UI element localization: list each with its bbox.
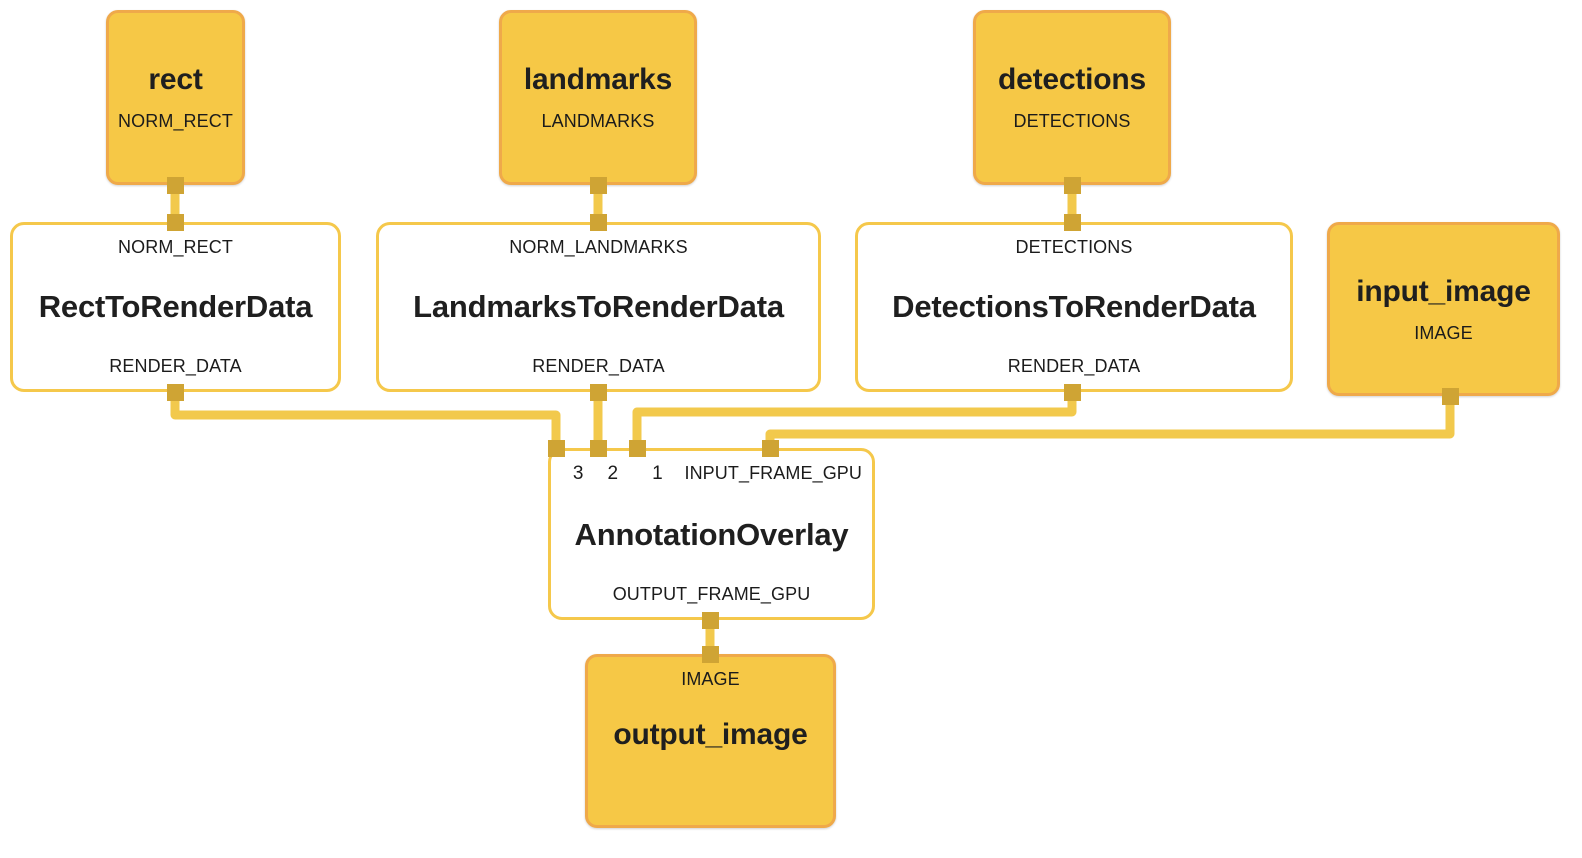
node-landmarkstorenderdata-output-tag: RENDER_DATA — [532, 356, 665, 376]
overlay-index-3: 3 — [572, 463, 584, 484]
node-landmarkstorenderdata-title: LandmarksToRenderData — [413, 289, 784, 324]
overlay-index-2: 2 — [607, 463, 619, 484]
node-outputimage-title: output_image — [613, 718, 808, 751]
port-overlay-input-3[interactable] — [548, 440, 565, 457]
port-landmarkstorenderdata-input[interactable] — [590, 214, 607, 231]
edge-detectionstorenderdata-to-overlay-1 — [632, 392, 1077, 448]
node-landmarks[interactable]: landmarks LANDMARKS — [499, 10, 697, 185]
edge-inputimage-to-overlay-inputframegpu — [765, 396, 1455, 448]
node-detectionstorenderdata-output-tag: RENDER_DATA — [1007, 356, 1141, 376]
node-rect[interactable]: rect NORM_RECT — [106, 10, 245, 185]
node-detectionstorenderdata-input-tag: DETECTIONS — [1015, 237, 1133, 257]
node-recttorenderdata[interactable]: NORM_RECT RectToRenderData RENDER_DATA — [10, 222, 341, 392]
node-landmarks-output-tag: LANDMARKS — [541, 111, 655, 131]
node-detections-output-tag: DETECTIONS — [1013, 111, 1131, 131]
node-outputimage-input-tag: IMAGE — [681, 669, 740, 689]
node-rect-output-tag: NORM_RECT — [118, 111, 233, 131]
overlay-index-1: 1 — [652, 463, 663, 484]
node-recttorenderdata-title: RectToRenderData — [38, 289, 313, 324]
node-detections[interactable]: detections DETECTIONS — [973, 10, 1171, 185]
port-rect-output[interactable] — [167, 177, 184, 194]
port-overlay-output[interactable] — [702, 612, 719, 629]
node-inputimage-title: input_image — [1356, 274, 1531, 308]
node-landmarkstorenderdata-input-tag: NORM_LANDMARKS — [509, 237, 688, 257]
node-annotationoverlay[interactable]: 3 2 1 INPUT_FRAME_GPU AnnotationOverlay … — [548, 448, 875, 620]
overlay-input-tag: INPUT_FRAME_GPU — [684, 463, 862, 483]
port-detectionstorenderdata-input[interactable] — [1064, 214, 1081, 231]
port-inputimage-output[interactable] — [1442, 388, 1459, 405]
port-detections-output[interactable] — [1064, 177, 1081, 194]
node-recttorenderdata-output-tag: RENDER_DATA — [109, 356, 242, 376]
node-landmarks-title: landmarks — [523, 63, 673, 96]
node-inputimage[interactable]: input_image IMAGE — [1327, 222, 1560, 396]
node-annotationoverlay-title: AnnotationOverlay — [574, 516, 849, 552]
node-detectionstorenderdata[interactable]: DETECTIONS DetectionsToRenderData RENDER… — [855, 222, 1293, 392]
port-recttorenderdata-input[interactable] — [167, 214, 184, 231]
port-landmarks-output[interactable] — [590, 177, 607, 194]
node-outputimage[interactable]: IMAGE output_image — [585, 654, 836, 828]
node-detectionstorenderdata-title: DetectionsToRenderData — [892, 289, 1256, 324]
node-landmarkstorenderdata[interactable]: NORM_LANDMARKS LandmarksToRenderData REN… — [376, 222, 821, 392]
port-outputimage-input[interactable] — [702, 646, 719, 663]
port-detectionstorenderdata-output[interactable] — [1064, 384, 1081, 401]
port-recttorenderdata-output[interactable] — [167, 384, 184, 401]
port-overlay-input-1[interactable] — [629, 440, 646, 457]
port-overlay-input-2[interactable] — [590, 440, 607, 457]
node-inputimage-output-tag: IMAGE — [1414, 322, 1473, 343]
edge-recttorenderdata-to-overlay-3 — [170, 392, 561, 448]
node-recttorenderdata-input-tag: NORM_RECT — [118, 237, 233, 257]
node-detections-title: detections — [997, 63, 1147, 96]
overlay-output-tag: OUTPUT_FRAME_GPU — [612, 584, 811, 604]
port-landmarkstorenderdata-output[interactable] — [590, 384, 607, 401]
port-overlay-input-frame-gpu[interactable] — [762, 440, 779, 457]
node-rect-title: rect — [148, 63, 203, 96]
